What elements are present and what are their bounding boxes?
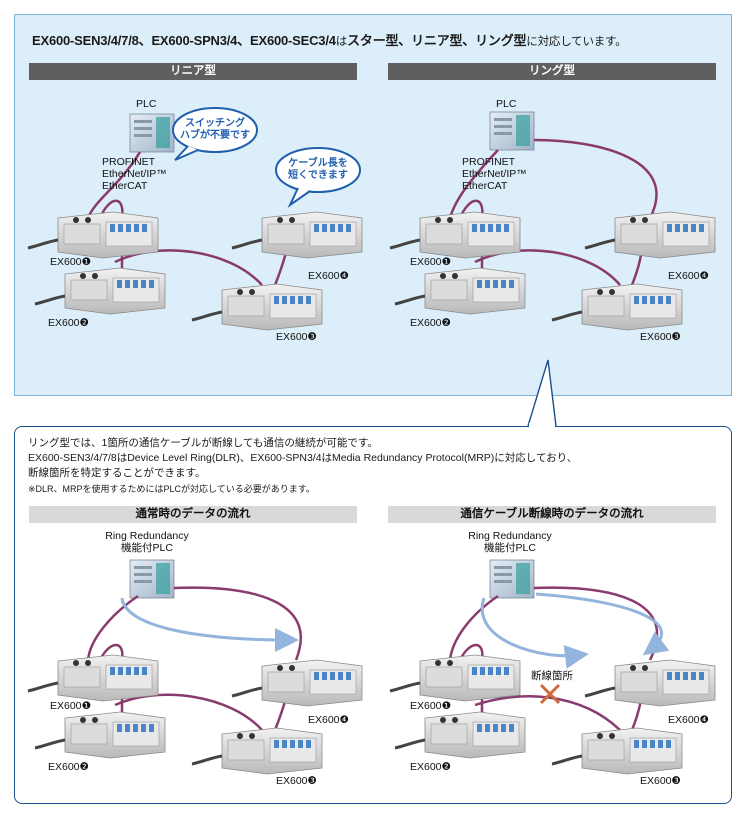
unit-label-3: EX600❸ <box>276 775 317 787</box>
callout-cable-bubble <box>275 147 361 193</box>
ex600-unit-3 <box>550 726 684 776</box>
ring-explanation-1: リング型では、1箇所の通信ケーブルが断線しても通信の継続が可能です。 <box>28 437 378 449</box>
unit-label-1: EX600❶ <box>50 700 91 712</box>
plc-icon <box>129 113 175 153</box>
ex600-unit-4 <box>583 658 717 708</box>
normal-flow-diagram <box>26 559 364 776</box>
unit-label-3: EX600❸ <box>640 775 681 787</box>
ex600-unit-2 <box>33 710 167 760</box>
break-flow-header: 通信ケーブル断線時のデータの流れ <box>388 506 716 523</box>
plc-icon <box>489 559 535 599</box>
ex600-unit-2 <box>393 266 527 316</box>
ex600-unit-3 <box>190 726 324 776</box>
ex600-unit-1 <box>388 210 522 260</box>
ex600-unit-4 <box>583 210 717 260</box>
unit-label-1: EX600❶ <box>410 700 451 712</box>
normal-flow-header: 通常時のデータの流れ <box>29 506 357 523</box>
unit-label-3: EX600❸ <box>276 331 317 343</box>
redundancy-plc-label-normal: Ring Redundancy 機能付PLC <box>105 530 189 554</box>
ex600-unit-1 <box>26 210 160 260</box>
protocol-list-linear: PROFINET EtherNet/IP™ EtherCAT <box>102 156 167 192</box>
callout-switch-text: スイッチング ハブが不要です <box>180 118 250 141</box>
break-flow-diagram <box>388 559 717 776</box>
ex600-unit-4 <box>230 210 364 260</box>
ring-header: リング型 <box>388 63 716 80</box>
unit-label-2: EX600❷ <box>48 317 89 329</box>
callout-switch-bubble <box>172 107 258 153</box>
unit-label-2: EX600❷ <box>48 761 89 773</box>
plc-label-ring: PLC <box>496 98 517 110</box>
ex600-unit-2 <box>33 266 167 316</box>
linear-topology <box>26 107 364 332</box>
linear-header: リニア型 <box>29 63 357 80</box>
page-title: EX600-SEN3/4/7/8、EX600-SPN3/4、EX600-SEC3… <box>32 33 627 48</box>
ex600-unit-4 <box>230 658 364 708</box>
unit-label-4: EX600❹ <box>668 714 709 726</box>
unit-label-2: EX600❷ <box>410 317 451 329</box>
ex600-unit-2 <box>393 710 527 760</box>
ex600-unit-1 <box>388 653 522 703</box>
unit-label-3: EX600❸ <box>640 331 681 343</box>
ex600-unit-3 <box>190 282 324 332</box>
panel-pointer <box>527 359 557 427</box>
ring-note: ※DLR、MRPを使用するためにはPLCが対応している必要があります。 <box>28 484 315 494</box>
protocol-list-ring: PROFINET EtherNet/IP™ EtherCAT <box>462 156 527 192</box>
unit-label-4: EX600❹ <box>308 270 349 282</box>
data-flow-arrow-right <box>535 592 670 656</box>
unit-label-1: EX600❶ <box>50 256 91 268</box>
unit-label-4: EX600❹ <box>668 270 709 282</box>
unit-label-4: EX600❹ <box>308 714 349 726</box>
unit-label-2: EX600❷ <box>410 761 451 773</box>
plc-icon <box>129 559 175 599</box>
break-x-icon <box>539 683 561 705</box>
ring-topology <box>388 111 717 332</box>
ring-explanation-2: EX600-SEN3/4/7/8はDevice Level Ring(DLR)、… <box>28 452 578 464</box>
data-flow-arrow <box>120 597 299 652</box>
redundancy-plc-label-break: Ring Redundancy 機能付PLC <box>468 530 552 554</box>
data-flow-arrow-left <box>480 597 589 669</box>
ring-explanation-3: 断線箇所を特定することができます。 <box>28 467 206 479</box>
ex600-unit-3 <box>550 282 684 332</box>
plc-icon <box>489 111 535 151</box>
callout-cable-text: ケーブル長を 短くできます <box>288 158 348 181</box>
break-point-label: 断線箇所 <box>531 670 573 682</box>
ex600-unit-1 <box>26 653 160 703</box>
unit-label-1: EX600❶ <box>410 256 451 268</box>
plc-label-linear: PLC <box>136 98 157 110</box>
